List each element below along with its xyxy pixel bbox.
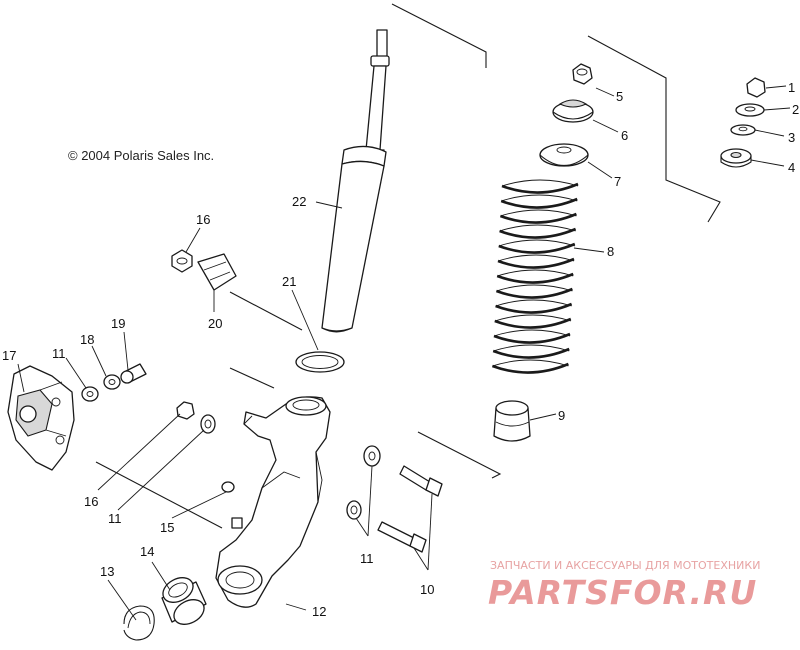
part-13-snap-ring bbox=[123, 605, 155, 641]
part-12-knuckle bbox=[215, 396, 331, 608]
copyright-text: © 2004 Polaris Sales Inc. bbox=[68, 148, 214, 163]
label-17: 17 bbox=[2, 348, 16, 363]
part-17-brake-caliper bbox=[7, 365, 75, 471]
spring-coil-back bbox=[497, 269, 574, 277]
label-16-lower: 16 bbox=[84, 494, 98, 509]
label-2: 2 bbox=[792, 102, 799, 117]
spring-coil-front bbox=[501, 182, 579, 194]
label-16-upper: 16 bbox=[196, 212, 210, 227]
spring-coil-front bbox=[495, 302, 573, 314]
watermark-tagline: ЗАПЧАСТИ И АКСЕССУАРЫ ДЛЯ МОТОТЕХНИКИ bbox=[490, 559, 760, 572]
label-7: 7 bbox=[614, 174, 621, 189]
spring-coil-back bbox=[500, 209, 577, 217]
part-10-bolt-lower bbox=[377, 521, 427, 553]
spring-coil-back bbox=[492, 359, 569, 367]
label-11-mid: 11 bbox=[108, 511, 122, 526]
part-11-washer-right-bottom bbox=[346, 500, 362, 520]
label-18: 18 bbox=[80, 332, 94, 347]
label-3: 3 bbox=[788, 130, 795, 145]
label-8: 8 bbox=[607, 244, 614, 259]
spring-coil-front bbox=[492, 347, 570, 359]
part-4-bushing bbox=[720, 148, 752, 168]
part-6-retainer bbox=[552, 99, 594, 123]
part-10-bolt-upper bbox=[399, 465, 443, 497]
part-14-bearing bbox=[161, 577, 207, 625]
spring-coil-back bbox=[499, 224, 576, 232]
spring-coil-back bbox=[501, 194, 578, 202]
label-21: 21 bbox=[282, 274, 296, 289]
part-9-bump-stop bbox=[493, 400, 531, 442]
label-20: 20 bbox=[208, 316, 222, 331]
part-20-clip bbox=[197, 253, 237, 291]
part-11-washer-mid bbox=[200, 414, 216, 434]
callout-labels: 1 2 3 4 5 6 7 8 9 10 11 11 11 12 13 14 1… bbox=[2, 80, 799, 619]
label-13: 13 bbox=[100, 564, 114, 579]
part-1-nut bbox=[746, 77, 766, 98]
spring-coil-front bbox=[497, 257, 575, 269]
label-1: 1 bbox=[788, 80, 795, 95]
spring-coil-front bbox=[491, 362, 569, 374]
spring-coil-back bbox=[493, 329, 571, 337]
label-12: 12 bbox=[312, 604, 326, 619]
label-6: 6 bbox=[621, 128, 628, 143]
spring-coil-front bbox=[496, 272, 574, 284]
spring-coil-front bbox=[493, 332, 571, 344]
part-2-washer bbox=[735, 103, 765, 117]
spring-coil-back bbox=[497, 254, 575, 262]
part-18-spacer bbox=[103, 374, 121, 390]
spring-coil-front bbox=[494, 317, 572, 329]
spring-coil-front bbox=[500, 197, 578, 209]
part-5-nut bbox=[572, 63, 593, 85]
label-5: 5 bbox=[616, 89, 623, 104]
label-11-left: 11 bbox=[52, 346, 66, 361]
spring-coil-back bbox=[498, 239, 575, 247]
label-4: 4 bbox=[788, 160, 795, 175]
spring-coil-back bbox=[495, 299, 572, 307]
part-21-o-ring bbox=[295, 351, 345, 373]
part-22-shock-absorber bbox=[321, 29, 390, 333]
label-15: 15 bbox=[160, 520, 174, 535]
label-22: 22 bbox=[292, 194, 306, 209]
part-8-coil-spring bbox=[491, 179, 579, 374]
spring-coil-front bbox=[495, 287, 573, 299]
spring-coil-back bbox=[494, 314, 571, 322]
part-16-nut-upper bbox=[171, 249, 193, 273]
part-16-nut-lower bbox=[176, 401, 195, 420]
watermark-brand: PARTSFOR.RU bbox=[488, 573, 757, 612]
label-11-right: 11 bbox=[360, 551, 374, 566]
part-7-spring-seat bbox=[539, 143, 589, 167]
label-14: 14 bbox=[140, 544, 154, 559]
spring-coil-front bbox=[498, 242, 576, 254]
spring-coil-front bbox=[499, 212, 577, 224]
spring-coil-front bbox=[499, 227, 577, 239]
label-19: 19 bbox=[111, 316, 125, 331]
leader-lines bbox=[17, 85, 791, 621]
part-3-washer bbox=[730, 124, 756, 136]
part-19-bolt bbox=[120, 363, 147, 384]
part-15-clip bbox=[221, 481, 235, 493]
spring-coil-back bbox=[496, 284, 573, 292]
label-9: 9 bbox=[558, 408, 565, 423]
part-11-washer-left bbox=[81, 386, 99, 402]
label-10: 10 bbox=[420, 582, 434, 597]
part-11-washer-right-top bbox=[363, 445, 381, 467]
spring-coil-back bbox=[493, 344, 570, 352]
spring-coil-back bbox=[501, 179, 579, 187]
